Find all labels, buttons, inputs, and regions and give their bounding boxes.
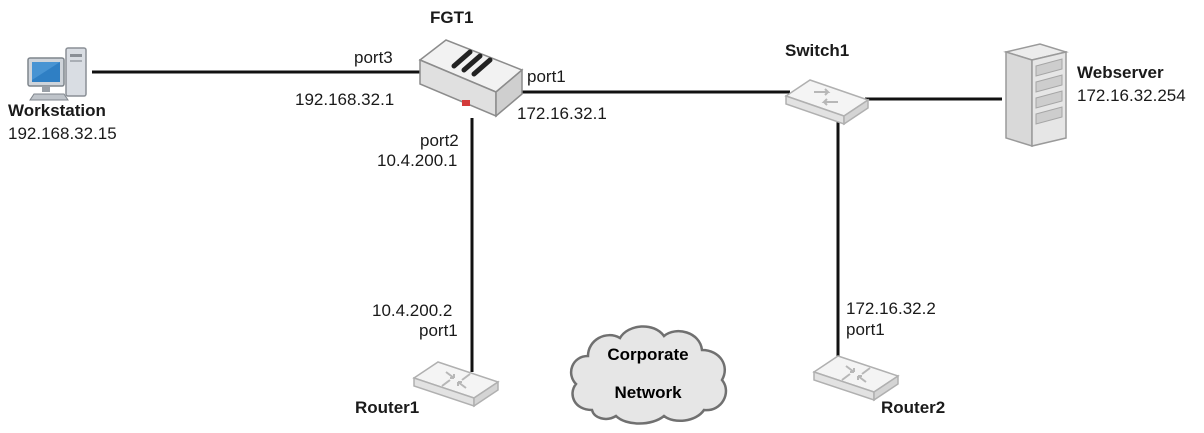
workstation-name: Workstation [8,101,106,120]
cloud-label-line1: Corporate [607,345,688,364]
fgt1-port2-ip: 10.4.200.1 [377,151,458,170]
status-led-icon [462,100,470,106]
router-icon [412,361,500,408]
workstation-ip: 192.168.32.15 [8,124,117,143]
router2-name: Router2 [881,398,946,417]
router1-port-label: port1 [419,321,458,340]
computer-icon [27,47,87,101]
switch-icon [784,79,870,126]
router-icon [812,355,900,402]
fgt1-name: FGT1 [430,8,474,27]
cloud-label-line2: Network [614,383,682,402]
fgt1-port3-ip: 192.168.32.1 [295,90,395,109]
router2-port-label: port1 [846,320,885,339]
cloud-icon: Corporate Network [569,325,728,425]
fgt1-port1-ip: 172.16.32.1 [517,104,607,123]
switch1-name: Switch1 [785,41,850,60]
router1-ip: 10.4.200.2 [372,301,453,320]
router1-name: Router1 [355,398,420,417]
fgt1-port2-label: port2 [420,131,459,150]
fgt1-port1-label: port1 [527,67,566,86]
server-rack-icon [1003,43,1069,148]
firewall-icon [418,39,524,118]
fgt1-port3-label: port3 [354,48,393,67]
webserver-ip: 172.16.32.254 [1077,86,1186,105]
webserver-name: Webserver [1077,63,1164,82]
router2-ip: 172.16.32.2 [846,299,936,318]
